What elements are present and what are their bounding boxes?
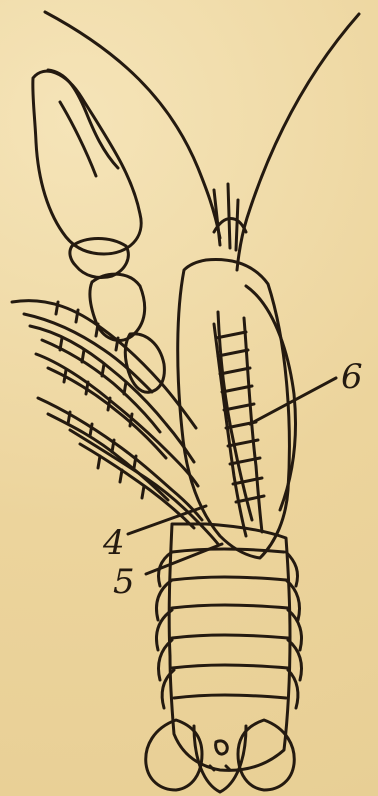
abdomen-segment-4 — [172, 635, 288, 638]
claw-outer — [33, 71, 141, 254]
rung-4 — [222, 386, 252, 392]
label-5: 5 — [113, 565, 135, 599]
claw-finger — [48, 70, 118, 168]
rung-3 — [220, 368, 250, 374]
antennule-mid — [228, 184, 230, 248]
antennule-right — [236, 200, 238, 250]
abdomen-outline — [169, 524, 290, 770]
leg-2-inner — [42, 340, 160, 432]
abdomen-segment-5 — [172, 665, 288, 668]
label-4: 4 — [103, 526, 125, 560]
leader-5 — [146, 544, 222, 574]
abdomen-segment-1 — [172, 549, 284, 552]
claw-carpus — [70, 239, 128, 278]
abdomen-segment-3 — [172, 605, 288, 608]
leg-4-inner — [48, 414, 168, 500]
anus-mark — [216, 741, 228, 754]
rung-2 — [218, 350, 248, 356]
abdomen-segment-2 — [172, 577, 286, 580]
right-antenna — [237, 14, 359, 270]
abdomen-segment-6 — [174, 695, 286, 698]
label-6: 6 — [341, 360, 363, 394]
